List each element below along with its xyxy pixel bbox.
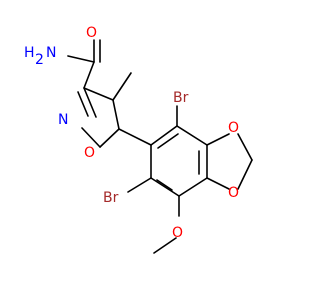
bond-c3-n [83, 87, 97, 118]
bond-c4-methyl [112, 72, 132, 101]
bond-ar-4 [178, 177, 208, 197]
structure-diagram: H 2 N O N O Br Br O O O [24, 25, 253, 254]
bond-c4-c5 [112, 99, 120, 130]
amide-n-label: N [46, 45, 56, 61]
bond-amide-c3 [83, 61, 95, 89]
bond-dioxole-2 [206, 177, 230, 190]
bond-dioxole-4 [237, 159, 253, 190]
dioxole-o-upper-label: O [228, 120, 239, 136]
amide-h2-subscript: 2 [35, 52, 44, 68]
ring-n-label: N [58, 112, 68, 128]
dioxole-o-lower-label: O [228, 185, 239, 201]
bond-ar-1 [150, 125, 178, 146]
amide-nh2-label: H 2 N [24, 45, 56, 68]
amide-h-label: H [24, 45, 35, 61]
bond-br-bottom [127, 177, 152, 193]
bond-ar-inner-3 [156, 179, 173, 191]
bond-dioxole-3 [237, 133, 253, 161]
bond-methoxy-c [153, 237, 177, 254]
br-bottom-label: Br [103, 190, 119, 206]
bond-ar-2 [176, 125, 208, 146]
bond-c5-aryl [118, 128, 152, 146]
bond-c3-c4 [83, 87, 114, 101]
bond-ar-inner-1 [157, 133, 179, 149]
bond-c5-o [99, 128, 120, 148]
ring-o-label: O [84, 145, 95, 161]
molecule-canvas: H 2 N O N O Br Br O O O [24, 25, 253, 254]
methoxy-o-label: O [172, 225, 183, 241]
bond-n-c-amide [67, 55, 95, 63]
bond-dioxole-1 [206, 133, 230, 146]
bond-c3-n-double [77, 91, 89, 117]
bond-ar-5 [150, 177, 180, 197]
carbonyl-o-label: O [86, 25, 97, 41]
br-top-label: Br [173, 90, 189, 106]
bond-o-n [81, 127, 101, 148]
